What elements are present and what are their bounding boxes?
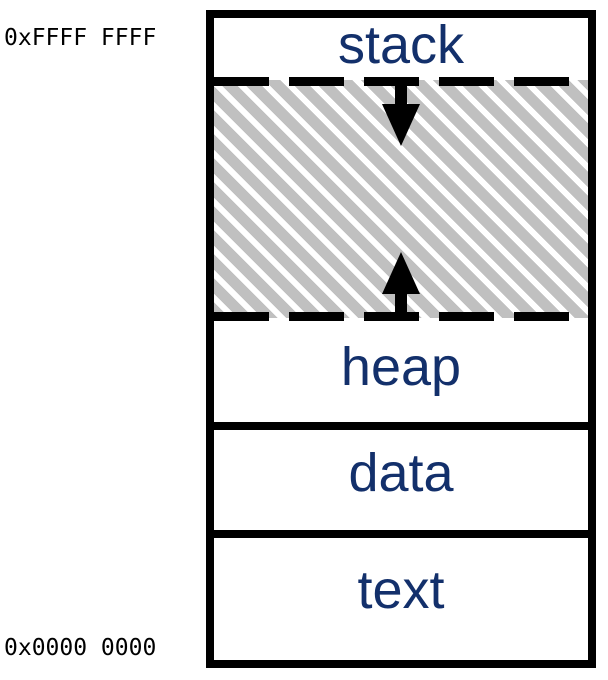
- memory-box: stack heap data text: [206, 10, 596, 668]
- heap-growth-up-arrow: [380, 250, 422, 318]
- segment-data: data: [214, 422, 588, 530]
- divider-data-text: [214, 530, 588, 538]
- segment-label-heap: heap: [340, 337, 462, 397]
- address-label-bottom: 0x0000 0000: [4, 635, 157, 661]
- segment-heap: heap: [214, 318, 588, 422]
- segment-text: text: [214, 530, 588, 660]
- segment-label-data: data: [348, 443, 454, 503]
- stack-growth-down-arrow: [380, 80, 422, 148]
- address-label-top: 0xFFFF FFFF: [4, 25, 157, 51]
- segment-stack: stack: [214, 18, 588, 80]
- segment-label-text: text: [357, 560, 445, 620]
- segment-label-stack: stack: [337, 15, 465, 75]
- divider-heap-data: [214, 422, 588, 430]
